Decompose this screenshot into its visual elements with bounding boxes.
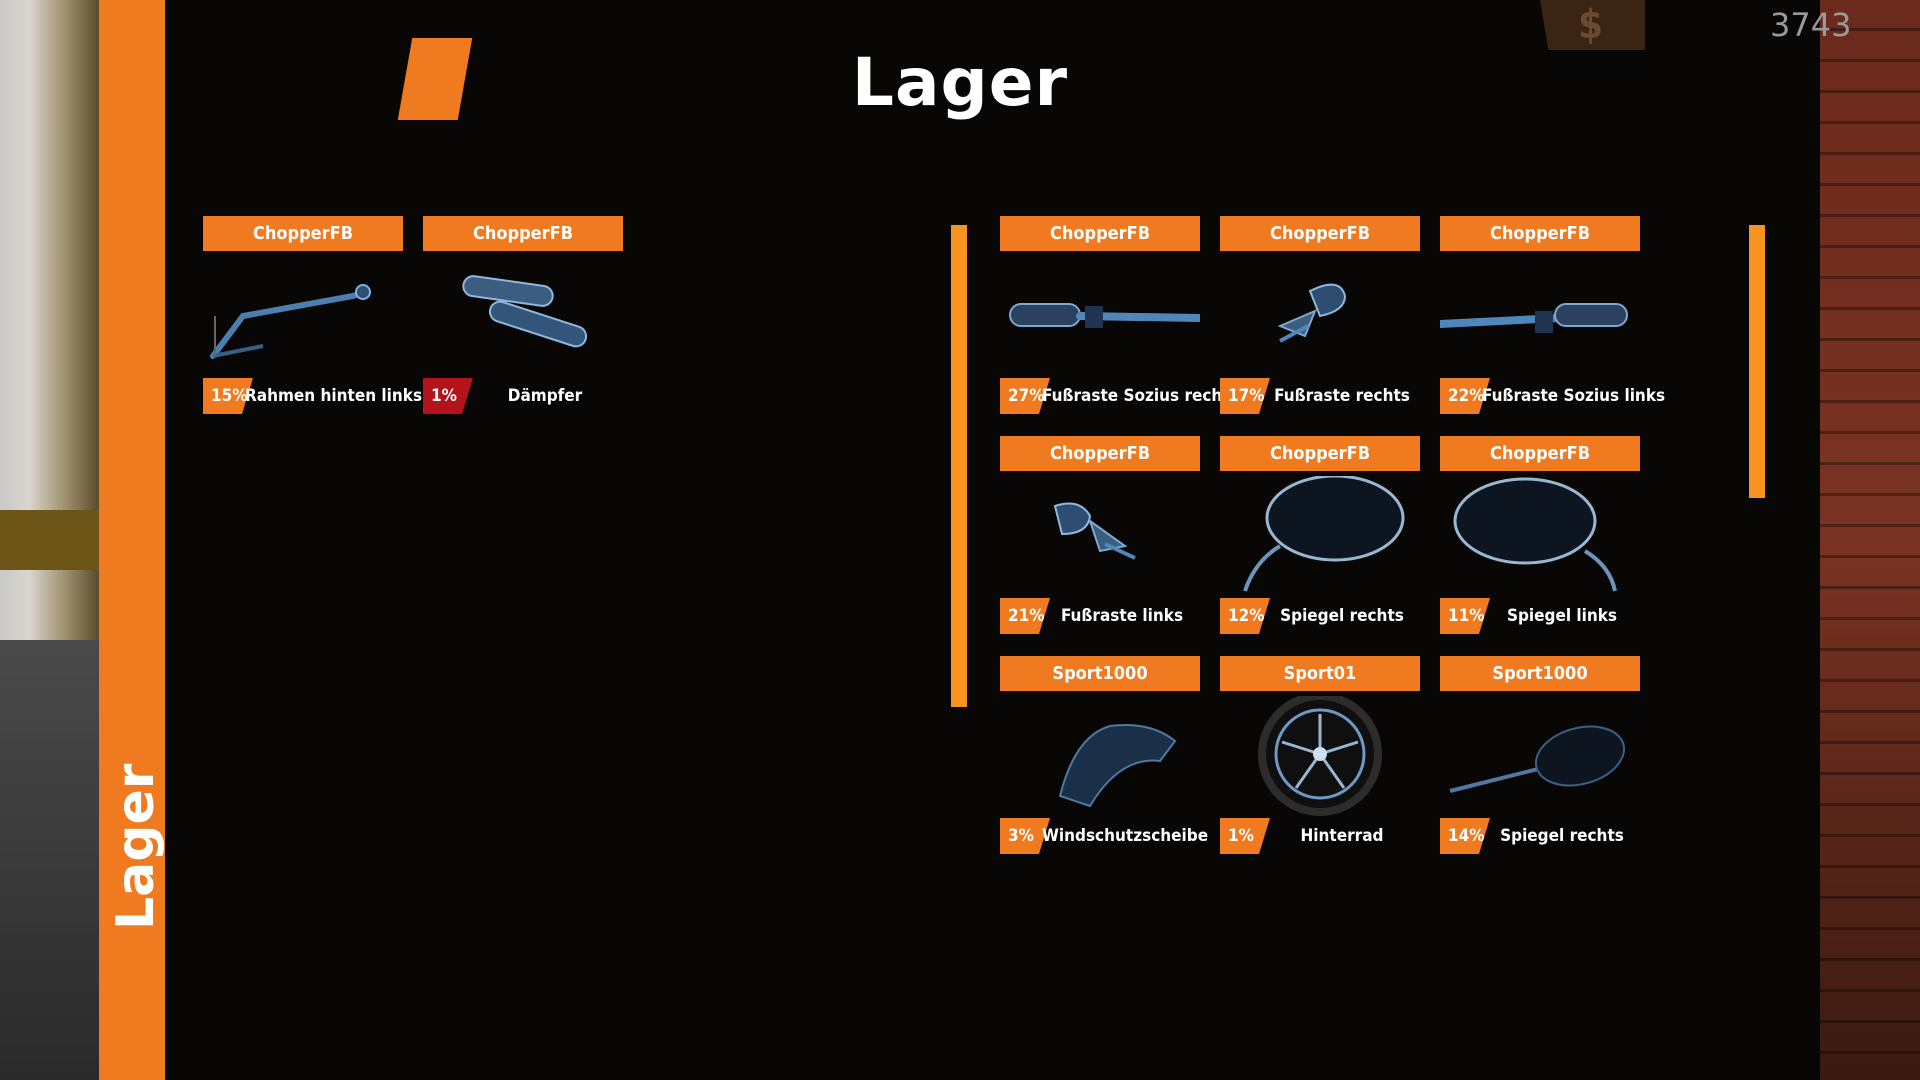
part-name: Windschutzscheibe xyxy=(1042,826,1209,846)
inventory-card[interactable]: ChopperFB 17% Fußraste rechts xyxy=(1220,216,1420,418)
mirror-icon xyxy=(1449,725,1626,793)
card-brand: ChopperFB xyxy=(1220,436,1420,471)
money-counter: 3743 xyxy=(1770,6,1852,44)
background-left-scene xyxy=(0,0,100,1080)
part-name: Dämpfer xyxy=(507,386,583,406)
inventory-scrollbar-right[interactable] xyxy=(1749,225,1765,498)
inventory-card[interactable]: ChopperFB 27% Fußraste Sozius rechts xyxy=(1000,216,1239,418)
part-name: Spiegel links xyxy=(1506,606,1618,626)
part-name: Fußraste rechts xyxy=(1274,386,1410,406)
side-tab-bar[interactable] xyxy=(99,0,165,1080)
part-name: Fußraste Sozius rechts xyxy=(1042,386,1239,406)
background-floor xyxy=(0,640,100,1080)
side-tab-label[interactable]: Lager xyxy=(106,763,166,930)
card-brand: ChopperFB xyxy=(1220,216,1420,251)
windshield-icon xyxy=(1058,724,1177,808)
mirror-icon xyxy=(1453,477,1617,592)
part-name: Fußraste links xyxy=(1060,606,1184,626)
currency-icon: $ xyxy=(1578,2,1604,48)
frame-part-icon xyxy=(210,284,371,359)
footrest-icon xyxy=(1277,283,1347,343)
card-brand: Sport1000 xyxy=(1440,656,1640,691)
muffler-icon xyxy=(462,275,588,348)
inventory-card[interactable]: Sport1000 14% Spiegel rechts xyxy=(1440,656,1640,858)
inventory-card[interactable]: Sport01 1% Hinterrad xyxy=(1220,656,1420,858)
inventory-card[interactable]: ChopperFB 22% Fußraste Sozius links xyxy=(1440,216,1666,418)
card-brand: ChopperFB xyxy=(423,216,623,251)
inventory-card[interactable]: ChopperFB 12% Spiegel rechts xyxy=(1220,436,1420,638)
inventory-card[interactable]: ChopperFB 11% Spiegel links xyxy=(1440,436,1640,638)
inventory-card[interactable]: ChopperFB 15% Rahmen hinten links xyxy=(203,216,423,418)
card-brand: ChopperFB xyxy=(1440,436,1640,471)
part-name: Spiegel rechts xyxy=(1280,606,1404,626)
card-brand: ChopperFB xyxy=(203,216,403,251)
footrest-icon xyxy=(1440,303,1628,333)
page-title: Lager xyxy=(851,44,1069,121)
inventory-card[interactable]: ChopperFB 21% Fußraste links xyxy=(1000,436,1200,638)
part-name: Hinterrad xyxy=(1300,826,1384,846)
footrest-icon xyxy=(1009,303,1200,328)
background-shelf xyxy=(0,510,100,570)
condition-badge: 14% xyxy=(1440,818,1490,854)
part-name: Fußraste Sozius links xyxy=(1482,386,1666,406)
part-name: Spiegel rechts xyxy=(1500,826,1624,846)
condition-badge: 21% xyxy=(1000,598,1050,634)
money-tab xyxy=(1540,0,1645,50)
footrest-icon xyxy=(1053,502,1136,560)
inventory-scrollbar-left[interactable] xyxy=(951,225,967,707)
inventory-card[interactable]: Sport1000 3% Windschutzscheibe xyxy=(1000,656,1209,858)
card-brand: Sport1000 xyxy=(1000,656,1200,691)
wheel-icon xyxy=(1258,696,1382,816)
card-brand: Sport01 xyxy=(1220,656,1420,691)
inventory-card[interactable]: ChopperFB 1% Dämpfer xyxy=(423,216,623,418)
background-brick-wall xyxy=(1820,0,1920,1080)
card-brand: ChopperFB xyxy=(1440,216,1640,251)
part-name: Rahmen hinten links xyxy=(245,386,423,406)
condition-badge: 17% xyxy=(1220,378,1270,414)
card-brand: ChopperFB xyxy=(1000,436,1200,471)
card-brand: ChopperFB xyxy=(1000,216,1200,251)
mirror-icon xyxy=(1243,476,1405,592)
condition-badge: 12% xyxy=(1220,598,1270,634)
